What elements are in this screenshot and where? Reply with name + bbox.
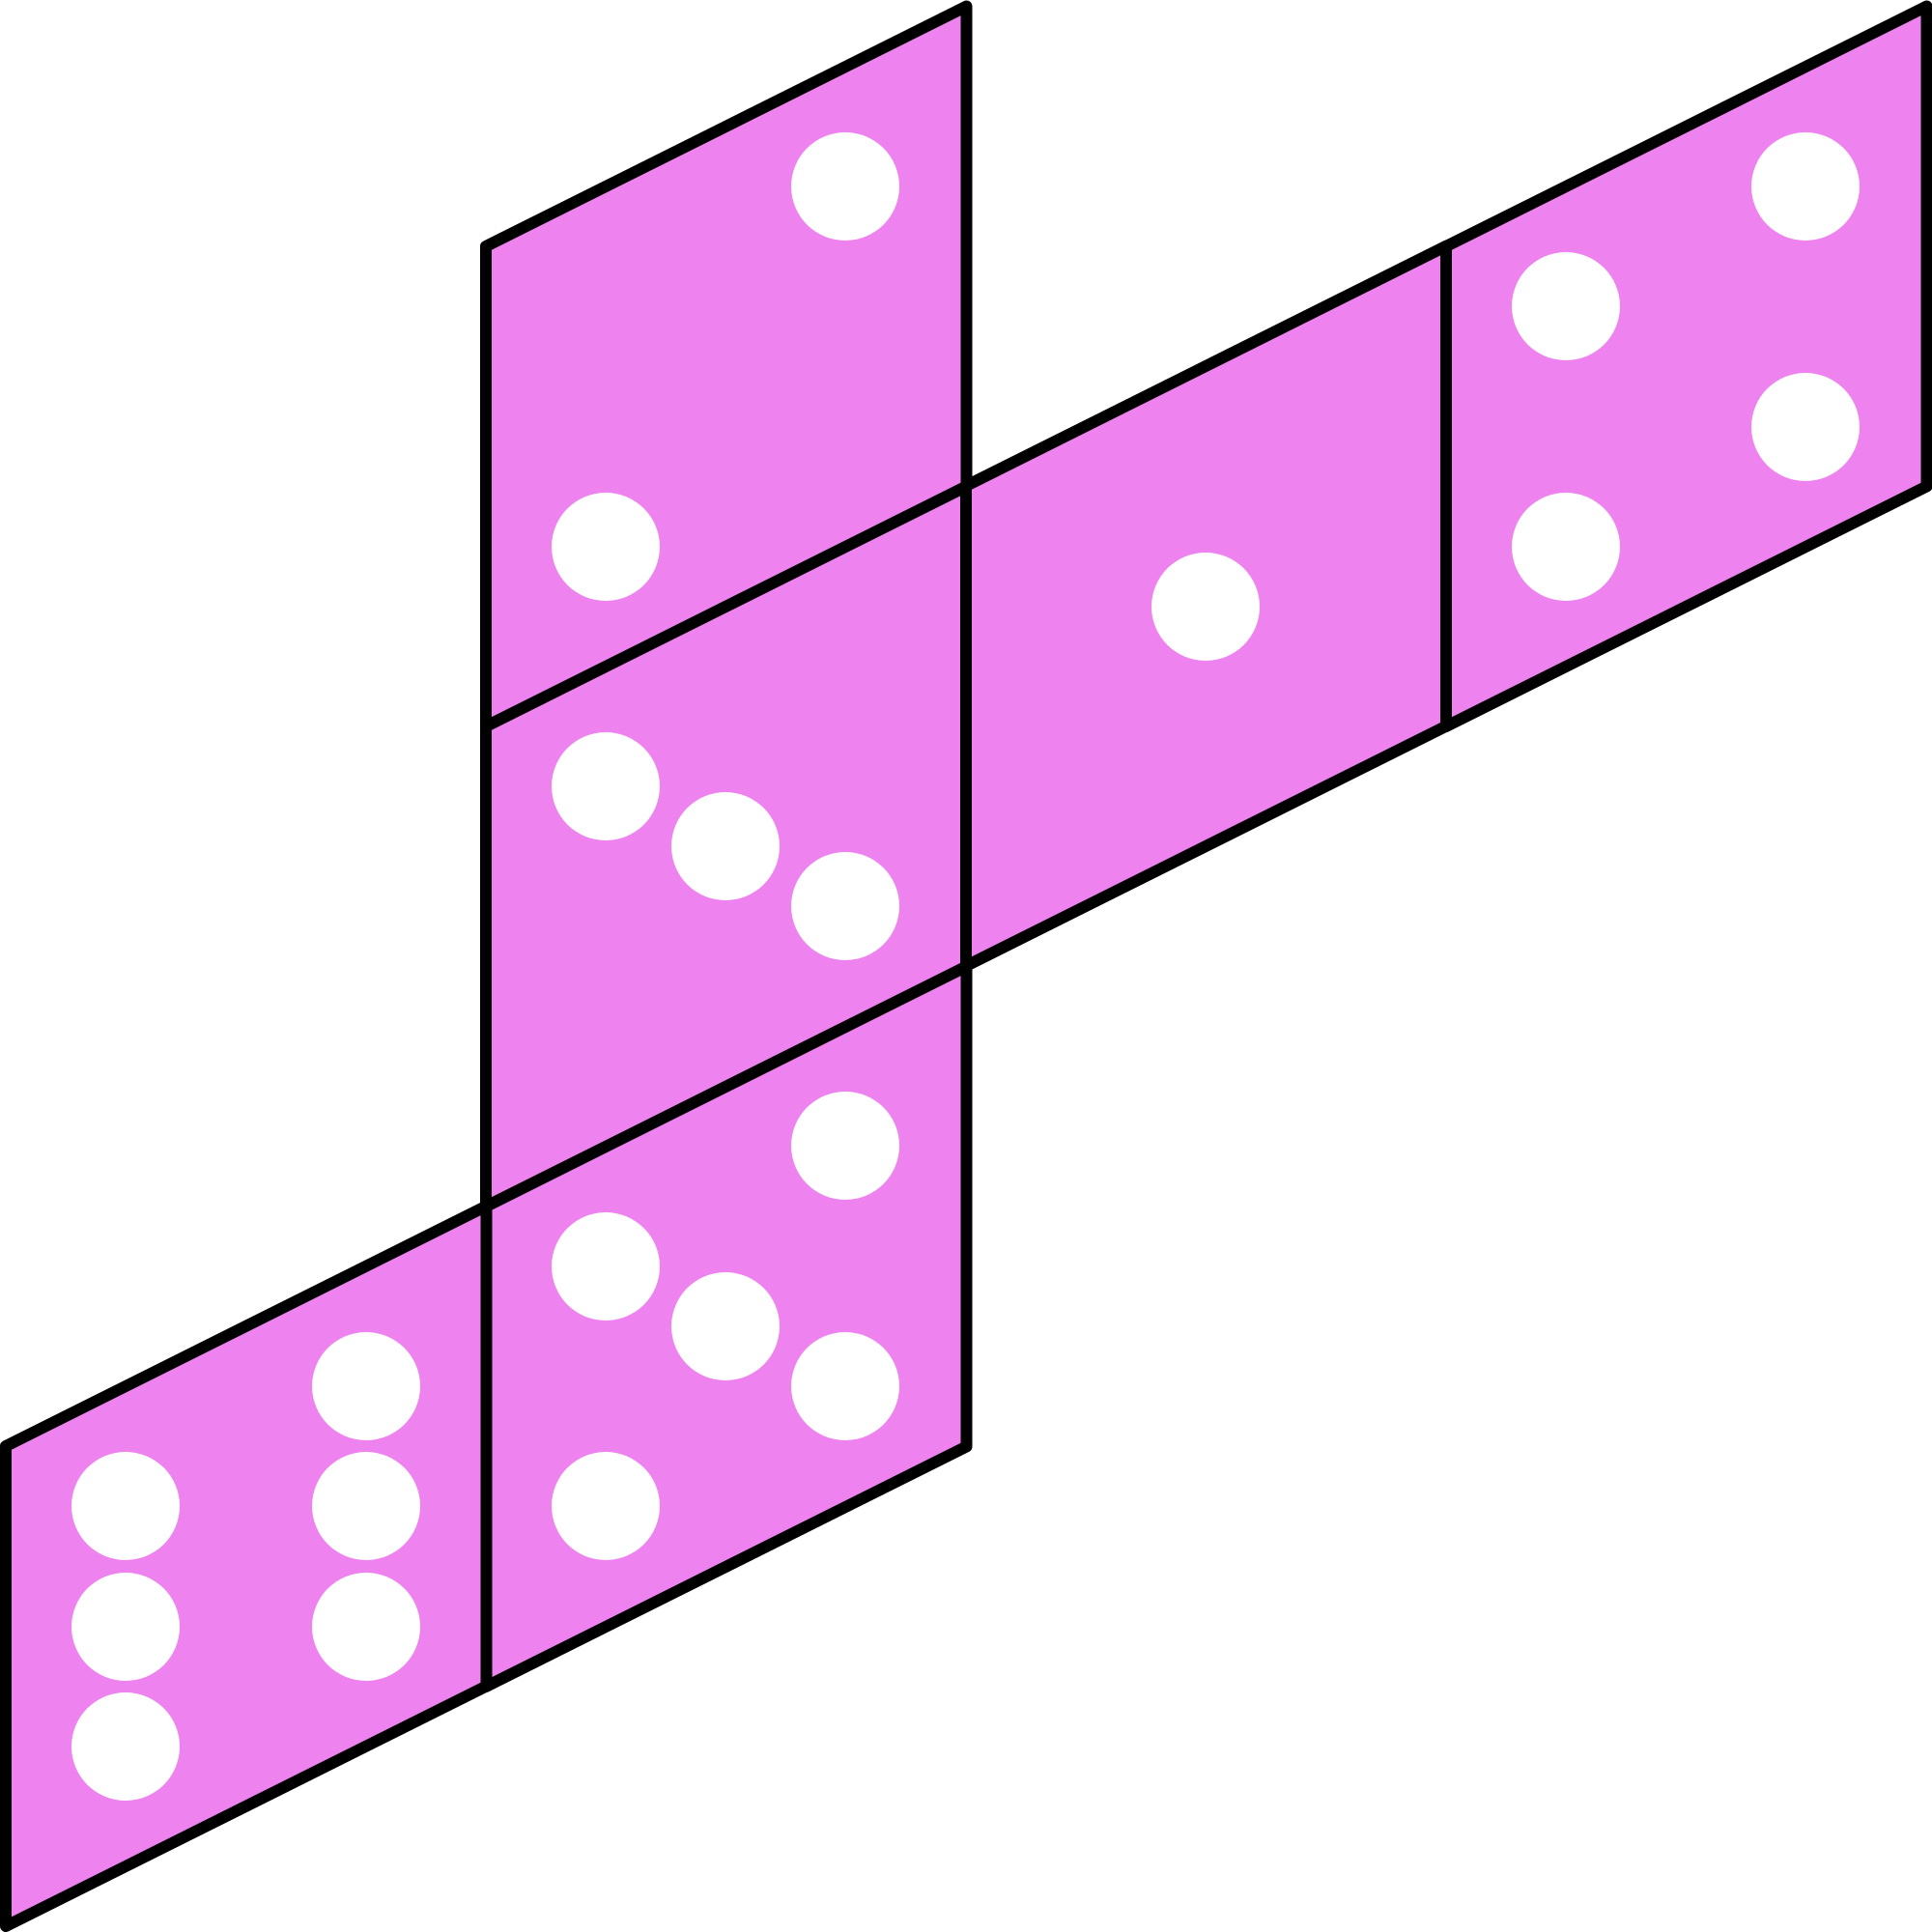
pips-layer — [71, 132, 1860, 1801]
face-far-right-pip-1 — [1751, 132, 1860, 241]
face-top-pip-1 — [791, 132, 899, 241]
face-lower-middle-pip-5 — [552, 1452, 660, 1560]
face-bottom-left-pip-5 — [312, 1573, 420, 1681]
face-bottom-left-pip-1 — [312, 1332, 420, 1440]
face-far-right-pip-4 — [1512, 493, 1620, 601]
face-bottom-left-pip-2 — [71, 1452, 180, 1560]
face-lower-middle-pip-1 — [791, 1092, 899, 1200]
face-bottom-left-pip-4 — [71, 1573, 180, 1681]
face-far-right-pip-2 — [1512, 252, 1620, 360]
face-lower-middle-pip-4 — [791, 1332, 899, 1440]
face-upper-middle-pip-2 — [671, 792, 780, 900]
face-lower-middle-pip-3 — [671, 1272, 780, 1380]
face-bottom-left-pip-6 — [71, 1692, 180, 1801]
face-bottom-left-pip-3 — [312, 1452, 420, 1560]
face-upper-middle-pip-1 — [552, 732, 660, 840]
face-top-pip-2 — [552, 493, 660, 601]
face-lower-middle-pip-2 — [552, 1212, 660, 1321]
face-far-right-pip-3 — [1751, 373, 1860, 481]
face-right-center-pip-1 — [1151, 553, 1260, 661]
face-bottom-left — [0, 1200, 493, 1932]
face-upper-middle-pip-3 — [791, 852, 899, 960]
face-far-right — [1440, 0, 1932, 732]
